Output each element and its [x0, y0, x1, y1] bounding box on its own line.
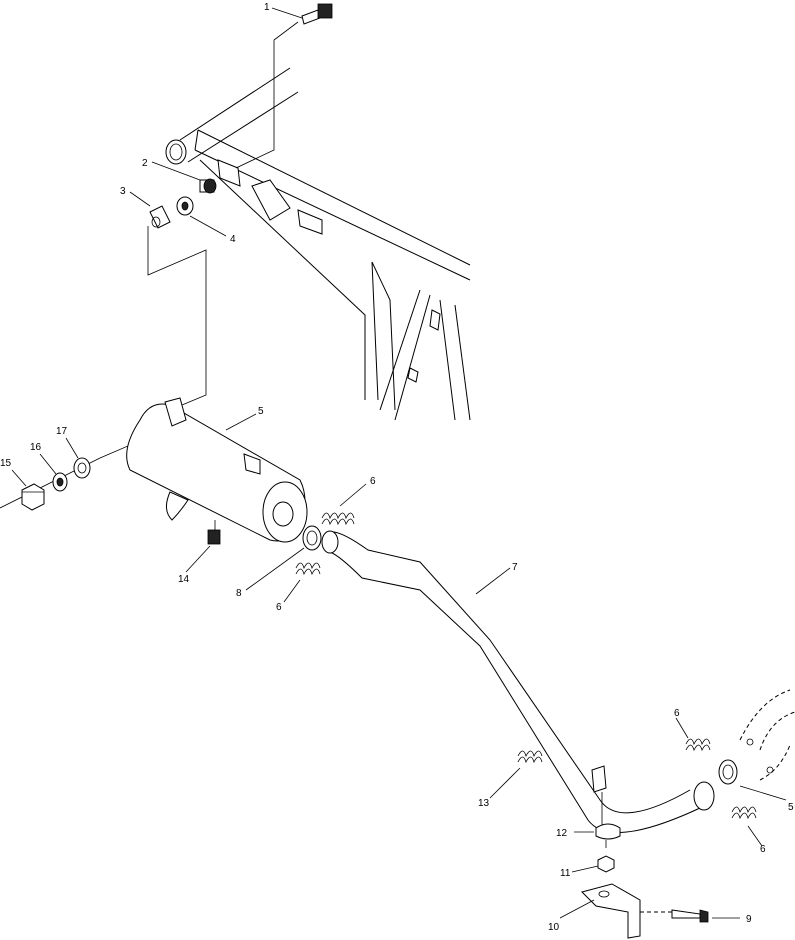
muffler: [99, 397, 308, 545]
callout-5: 5: [258, 406, 264, 417]
callout-10: 10: [548, 922, 560, 933]
bolt-1-head: [317, 3, 333, 19]
head-pipe: [321, 530, 715, 833]
screw-14: [207, 529, 221, 545]
bolt-9: [671, 909, 701, 919]
callout-13: 13: [478, 798, 490, 809]
springs-and-seal: [295, 512, 757, 820]
callout-1: 1: [264, 2, 270, 13]
seal-5: [718, 759, 738, 785]
washer-17: [73, 457, 91, 479]
nut-11: [597, 855, 615, 873]
callout-6d: 6: [760, 844, 766, 855]
callout-2: 2: [142, 158, 148, 169]
callout-3: 3: [120, 186, 126, 197]
callout-14: 14: [178, 574, 190, 585]
frame-assembly: [165, 67, 471, 421]
callout-9: 9: [746, 914, 752, 925]
tailpipe-hardware: [0, 457, 101, 511]
callout-16: 16: [30, 442, 42, 453]
callout-7: 7: [512, 562, 518, 573]
nut-15: [21, 483, 45, 511]
spacer-3: [149, 205, 171, 229]
seal-8: [302, 525, 322, 551]
callout-6c: 6: [674, 708, 680, 719]
leader-lines: [11, 7, 787, 919]
mounting-hardware: [147, 3, 333, 411]
lower-hardware: [581, 792, 709, 939]
callout-5b: 5: [788, 802, 794, 813]
callout-6: 6: [370, 476, 376, 487]
callout-4: 4: [230, 234, 236, 245]
bracket-10: [581, 883, 641, 939]
callout-17: 17: [56, 426, 68, 437]
bolt-1: [301, 9, 321, 25]
engine-exhaust-port: [739, 689, 795, 781]
grommet-12: [595, 823, 621, 840]
callout-6b: 6: [276, 602, 282, 613]
callout-15: 15: [0, 458, 12, 469]
callout-8: 8: [236, 588, 242, 599]
callout-12: 12: [556, 828, 568, 839]
callout-11: 11: [560, 868, 571, 879]
